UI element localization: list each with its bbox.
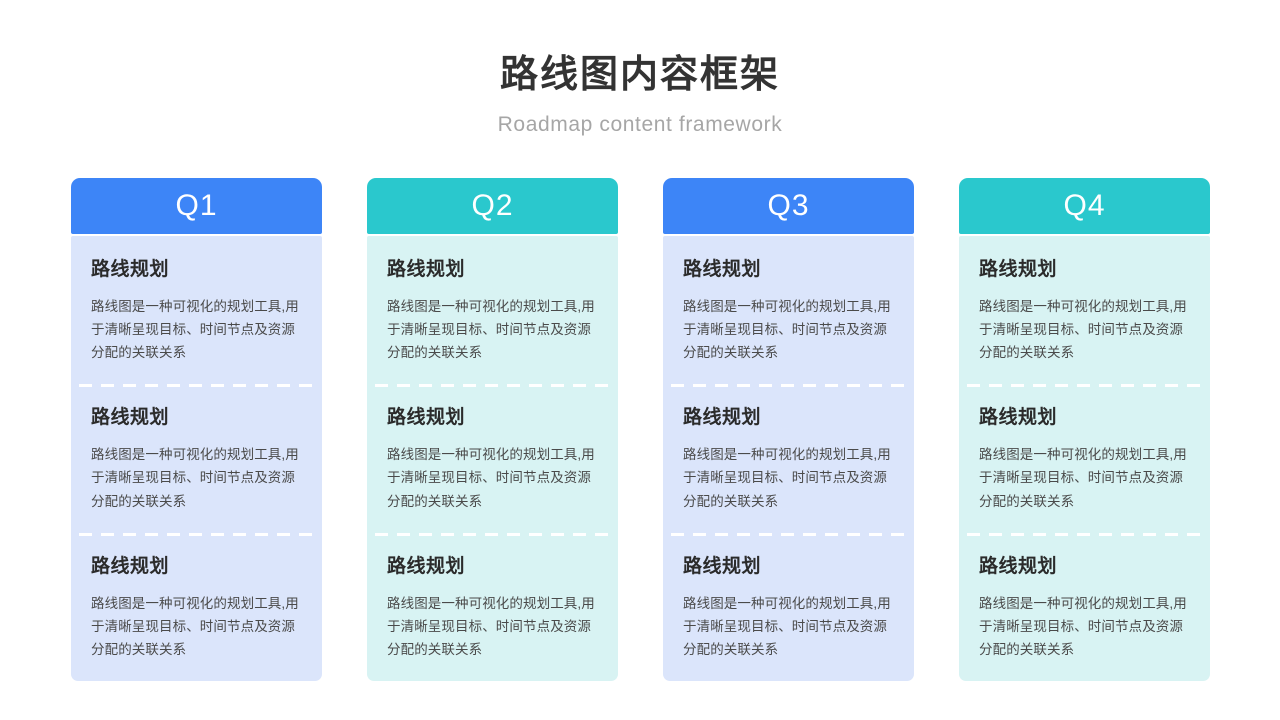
page-title: 路线图内容框架	[499, 54, 780, 96]
roadmap-item-title: 路线规划	[91, 407, 170, 429]
column-header-label: Q1	[175, 189, 218, 222]
roadmap-item[interactable]: 路线规划路线图是一种可视化的规划工具,用于清晰呈现目标、时间节点及资源分配的关联…	[959, 236, 1210, 384]
column-header-label: Q2	[471, 189, 514, 222]
roadmap-item-description: 路线图是一种可视化的规划工具,用于清晰呈现目标、时间节点及资源分配的关联关系	[683, 298, 891, 361]
column-header-label: Q4	[1063, 189, 1106, 222]
column-header-q4[interactable]: Q4	[959, 178, 1210, 234]
roadmap-item[interactable]: 路线规划路线图是一种可视化的规划工具,用于清晰呈现目标、时间节点及资源分配的关联…	[367, 532, 618, 681]
roadmap-item-title: 路线规划	[683, 555, 762, 577]
column-body-q3: 路线规划路线图是一种可视化的规划工具,用于清晰呈现目标、时间节点及资源分配的关联…	[663, 236, 914, 682]
roadmap-item-description: 路线图是一种可视化的规划工具,用于清晰呈现目标、时间节点及资源分配的关联关系	[979, 595, 1187, 657]
roadmap-item[interactable]: 路线规划路线图是一种可视化的规划工具,用于清晰呈现目标、时间节点及资源分配的关联…	[663, 384, 914, 532]
slide-header: 路线图内容框架 Roadmap content framework	[0, 52, 1280, 138]
roadmap-item-title: 路线规划	[91, 555, 170, 577]
roadmap-item-title: 路线规划	[91, 259, 170, 280]
roadmap-item-title: 路线规划	[683, 259, 762, 280]
roadmap-item-title: 路线规划	[979, 259, 1058, 280]
roadmap-item-description: 路线图是一种可视化的规划工具,用于清晰呈现目标、时间节点及资源分配的关联关系	[683, 447, 891, 509]
column-body-q2: 路线规划路线图是一种可视化的规划工具,用于清晰呈现目标、时间节点及资源分配的关联…	[367, 236, 618, 682]
roadmap-item[interactable]: 路线规划路线图是一种可视化的规划工具,用于清晰呈现目标、时间节点及资源分配的关联…	[959, 532, 1210, 681]
roadmap-item-description: 路线图是一种可视化的规划工具,用于清晰呈现目标、时间节点及资源分配的关联关系	[91, 447, 299, 509]
roadmap-item[interactable]: 路线规划路线图是一种可视化的规划工具,用于清晰呈现目标、时间节点及资源分配的关联…	[71, 532, 322, 681]
roadmap-item[interactable]: 路线规划路线图是一种可视化的规划工具,用于清晰呈现目标、时间节点及资源分配的关联…	[959, 384, 1210, 532]
roadmap-item-description: 路线图是一种可视化的规划工具,用于清晰呈现目标、时间节点及资源分配的关联关系	[387, 595, 595, 657]
roadmap-item[interactable]: 路线规划路线图是一种可视化的规划工具,用于清晰呈现目标、时间节点及资源分配的关联…	[71, 236, 322, 384]
roadmap-item-title: 路线规划	[387, 259, 466, 280]
roadmap-item-description: 路线图是一种可视化的规划工具,用于清晰呈现目标、时间节点及资源分配的关联关系	[387, 447, 595, 509]
column-header-label: Q3	[767, 189, 810, 222]
page-subtitle: Roadmap content framework	[497, 113, 783, 137]
roadmap-item-title: 路线规划	[979, 407, 1058, 429]
roadmap-item[interactable]: 路线规划路线图是一种可视化的规划工具,用于清晰呈现目标、时间节点及资源分配的关联…	[71, 384, 322, 532]
roadmap-item[interactable]: 路线规划路线图是一种可视化的规划工具,用于清晰呈现目标、时间节点及资源分配的关联…	[367, 384, 618, 532]
roadmap-item-title: 路线规划	[683, 407, 762, 429]
roadmap-item-description: 路线图是一种可视化的规划工具,用于清晰呈现目标、时间节点及资源分配的关联关系	[979, 298, 1187, 361]
roadmap-item-title: 路线规划	[979, 555, 1058, 577]
roadmap-item[interactable]: 路线规划路线图是一种可视化的规划工具,用于清晰呈现目标、时间节点及资源分配的关联…	[663, 236, 914, 384]
roadmap-item-description: 路线图是一种可视化的规划工具,用于清晰呈现目标、时间节点及资源分配的关联关系	[683, 595, 891, 657]
column-header-q3[interactable]: Q3	[663, 178, 914, 234]
roadmap-item-title: 路线规划	[387, 407, 466, 429]
roadmap-item-title: 路线规划	[387, 555, 466, 577]
column-body-q4: 路线规划路线图是一种可视化的规划工具,用于清晰呈现目标、时间节点及资源分配的关联…	[959, 236, 1210, 682]
column-header-q1[interactable]: Q1	[71, 178, 322, 234]
column-body-q1: 路线规划路线图是一种可视化的规划工具,用于清晰呈现目标、时间节点及资源分配的关联…	[71, 236, 322, 682]
column-header-q2[interactable]: Q2	[367, 178, 618, 234]
roadmap-item-description: 路线图是一种可视化的规划工具,用于清晰呈现目标、时间节点及资源分配的关联关系	[91, 595, 299, 657]
roadmap-item-description: 路线图是一种可视化的规划工具,用于清晰呈现目标、时间节点及资源分配的关联关系	[979, 447, 1187, 509]
roadmap-item-description: 路线图是一种可视化的规划工具,用于清晰呈现目标、时间节点及资源分配的关联关系	[91, 298, 299, 361]
roadmap-item-description: 路线图是一种可视化的规划工具,用于清晰呈现目标、时间节点及资源分配的关联关系	[387, 298, 595, 361]
roadmap-item[interactable]: 路线规划路线图是一种可视化的规划工具,用于清晰呈现目标、时间节点及资源分配的关联…	[663, 532, 914, 681]
roadmap-item[interactable]: 路线规划路线图是一种可视化的规划工具,用于清晰呈现目标、时间节点及资源分配的关联…	[367, 236, 618, 384]
